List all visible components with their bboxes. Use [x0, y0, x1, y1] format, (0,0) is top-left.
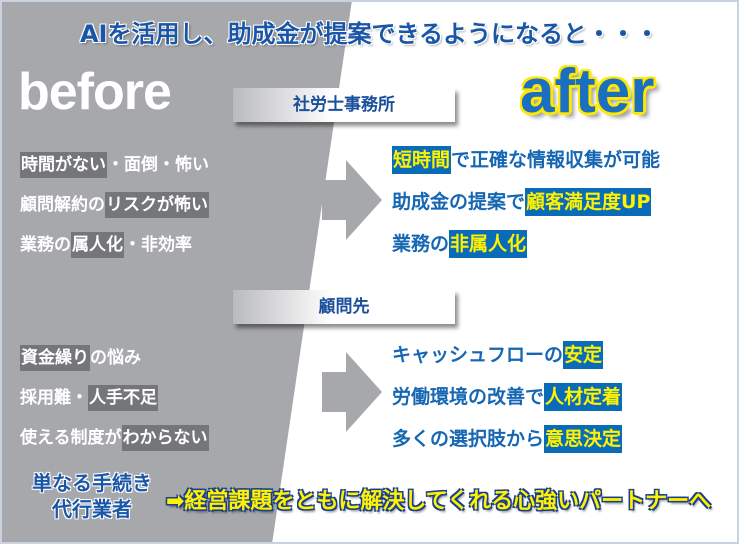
after-item: キャッシュフローの安定	[392, 340, 604, 369]
before-item: 業務の属人化・非効率	[20, 230, 192, 258]
before-summary-line: 単なる手続き	[32, 471, 152, 495]
highlight-text: リスクが怖い	[105, 192, 209, 218]
text-segment: で正確な情報収集が可能	[451, 149, 661, 171]
before-item: 資金繰りの悩み	[20, 343, 141, 371]
highlight-text: 短時間	[392, 146, 452, 174]
before-heading: before	[18, 63, 172, 121]
before-summary: 単なる手続き 代行業者	[22, 470, 162, 522]
headline: AIを活用し、助成金が提案できるようになると・・・	[79, 20, 660, 48]
before-item: 使える制度がわからない	[20, 423, 209, 451]
highlight-text: 人材定着	[544, 383, 623, 411]
highlight-text: 非属人化	[449, 230, 528, 258]
text-segment: 採用難・	[20, 388, 88, 408]
section-label-client: 顧問先	[233, 290, 455, 324]
highlight-text: 属人化	[71, 232, 124, 258]
after-summary: ➡経営課題をともに解決してくれる心強いパートナーへ	[166, 489, 712, 514]
text-segment: 多くの選択肢から	[392, 428, 545, 450]
after-item: 業務の非属人化	[392, 229, 528, 258]
highlight-text: 資金繰り	[20, 345, 90, 371]
section-label-office: 社労士事務所	[233, 88, 455, 122]
before-item: 採用難・人手不足	[20, 383, 158, 411]
after-item: 多くの選択肢から意思決定	[392, 424, 623, 453]
after-item: 短時間で正確な情報収集が可能	[392, 145, 661, 174]
before-summary-line: 代行業者	[52, 497, 132, 521]
text-segment: キャッシュフローの	[392, 344, 564, 366]
highlight-text: 時間がない	[20, 152, 107, 178]
highlight-text: 意思決定	[544, 425, 623, 453]
after-item: 助成金の提案で顧客満足度UP	[392, 187, 652, 216]
text-segment: 労働環境の改善で	[392, 386, 545, 408]
before-item: 時間がない・面倒・怖い	[20, 150, 209, 178]
text-segment: ・非効率	[124, 235, 192, 255]
text-segment: 業務の	[392, 233, 450, 255]
after-heading: after	[520, 57, 655, 126]
text-segment: 業務の	[20, 235, 71, 255]
text-segment: 顧問解約の	[20, 195, 105, 215]
text-segment: 使える制度が	[20, 428, 122, 448]
text-segment: 助成金の提案で	[392, 191, 526, 213]
after-item: 労働環境の改善で人材定着	[392, 382, 623, 411]
text-segment: ・面倒・怖い	[107, 155, 209, 175]
highlight-text: 人手不足	[88, 385, 158, 411]
highlight-text: わからない	[121, 425, 209, 451]
before-item: 顧問解約のリスクが怖い	[20, 190, 209, 218]
text-segment: の悩み	[90, 348, 141, 368]
highlight-text: 安定	[563, 341, 604, 369]
highlight-text: 顧客満足度UP	[525, 188, 652, 216]
